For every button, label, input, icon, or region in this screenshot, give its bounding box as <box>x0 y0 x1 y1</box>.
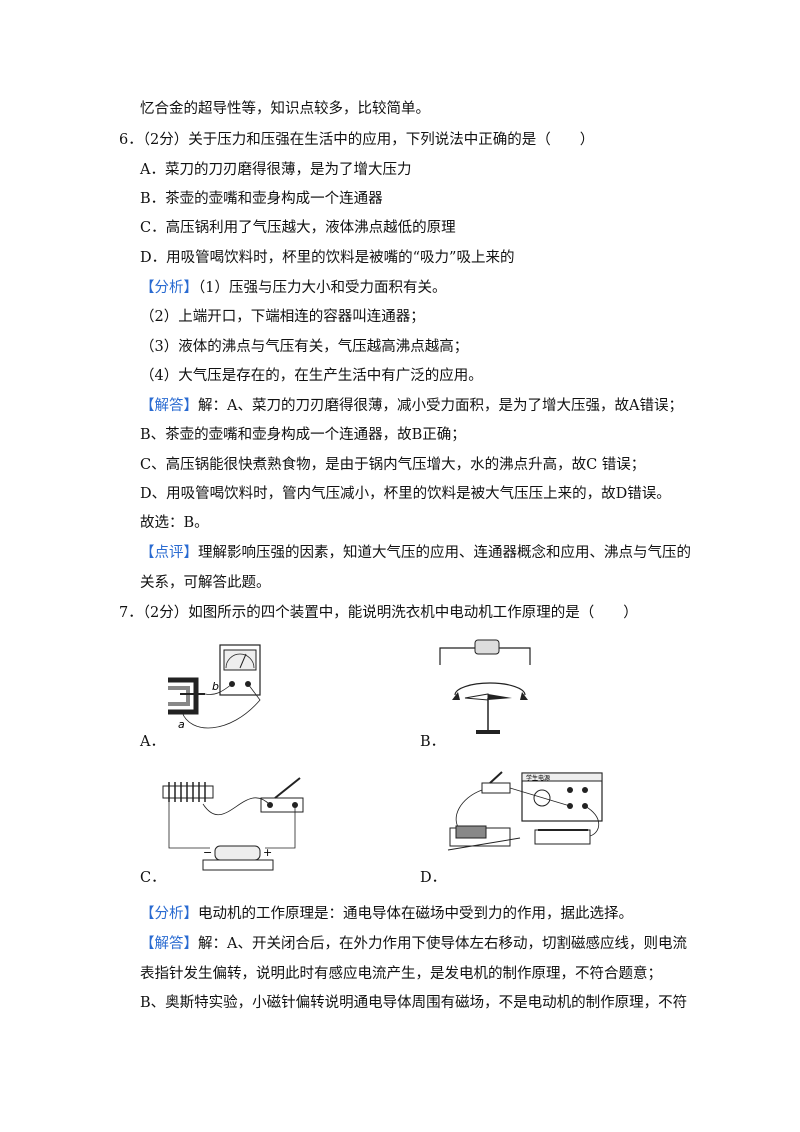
q7-answer-line-3: B、奥斯特实验，小磁针偏转说明通电导体周围有磁场，不是电动机的制作原理，不符 <box>140 995 688 1011</box>
q6-comment-tag: 【点评】 <box>140 545 198 561</box>
q7-answer-text-1: 解：A、开关闭合后，在外力作用下使导体左右移动，切割磁感应线，则电流 <box>198 936 687 952</box>
q6-option-b: B．茶壶的壶嘴和壶身构成一个连通器 <box>140 191 383 207</box>
q6-analysis-line-1: 【分析】（1）压强与压力大小和受力面积有关。 <box>140 278 446 298</box>
q7-stem: 7．（2分）如图所示的四个装置中，能说明洗衣机中电动机工作原理的是（ ） <box>119 605 638 621</box>
figure-c-plus: + <box>263 846 272 859</box>
figure-d-motor: 学生电源 <box>447 771 603 851</box>
figure-a-letter-a: a <box>178 718 185 731</box>
q7-analysis-tag: 【分析】 <box>140 906 198 922</box>
q6-answer-line-3: C、高压锅能很快煮熟食物，是由于锅内气压增大，水的沸点升高，故C 错误； <box>140 457 646 473</box>
figure-d-panel-text: 学生电源 <box>526 774 550 782</box>
q6-answer-text-1: 解：A、菜刀的刀刃磨得很薄，减小受力面积，是为了增大压强，故A错误； <box>198 398 683 414</box>
q6-option-d: D．用吸管喝饮料时，杯里的饮料是被嘴的“吸力”吸上来的 <box>140 250 515 266</box>
q6-answer-line-5: 故选：B。 <box>140 515 209 531</box>
figure-b-oersted <box>439 639 531 734</box>
q6-analysis-line-4: （4）大气压是存在的，在生产生活中有广泛的应用。 <box>140 368 483 384</box>
q7-analysis-text: 电动机的工作原理是：通电导体在磁场中受到力的作用，据此选择。 <box>198 906 633 922</box>
q6-answer-tag: 【解答】 <box>140 398 198 414</box>
q6-comment-text-1: 理解影响压强的因素，知道大气压的应用、连通器概念和应用、沸点与气压的 <box>198 545 691 561</box>
q7-answer-line-1: 【解答】解：A、开关闭合后，在外力作用下使导体左右移动，切割磁感应线，则电流 <box>140 934 687 954</box>
q6-stem: 6．（2分）关于压力和压强在生活中的应用，下列说法中正确的是（ ） <box>119 132 595 148</box>
q6-comment-line-1: 【点评】理解影响压强的因素，知道大气压的应用、连通器概念和应用、沸点与气压的 <box>140 543 691 563</box>
figure-a-letter-b: b <box>212 680 219 693</box>
q6-analysis-line-2: （2）上端开口，下端相连的容器叫连通器； <box>140 309 425 325</box>
q6-option-c: C．高压锅利用了气压越大，液体沸点越低的原理 <box>140 220 456 236</box>
q6-option-a: A．菜刀的刀刃磨得很薄，是为了增大压力 <box>140 162 412 178</box>
q6-analysis-text-1: （1）压强与压力大小和受力面积有关。 <box>198 280 447 296</box>
q6-analysis-line-3: （3）液体的沸点与气压有关，气压越高沸点越高； <box>140 339 469 355</box>
q6-analysis-tag: 【分析】 <box>140 280 198 296</box>
q6-answer-line-2: B、茶壶的壶嘴和壶身构成一个连通器，故B正确； <box>140 427 466 443</box>
q7-analysis-line: 【分析】电动机的工作原理是：通电导体在磁场中受到力的作用，据此选择。 <box>140 904 633 924</box>
figure-a-galvanometer: b a <box>168 644 261 731</box>
figure-c-minus: − <box>203 846 212 859</box>
q6-comment-line-2: 关系，可解答此题。 <box>140 575 271 591</box>
q6-answer-line-4: D、用吸管喝饮料时，管内气压减小，杯里的饮料是被大气压压上来的，故D错误。 <box>140 486 671 502</box>
figure-b-label: B． <box>420 734 446 750</box>
q7-answer-line-2: 表指针发生偏转，说明此时有感应电流产生，是发电机的制作原理，不符合题意； <box>140 966 662 982</box>
figure-a-label: A． <box>140 734 165 750</box>
figure-c-label: C． <box>140 870 166 886</box>
figure-d-label: D． <box>420 870 447 886</box>
carry-over-text: 忆合金的超导性等，知识点较多，比较简单。 <box>140 101 430 117</box>
figure-c-electromagnet: − + <box>162 777 304 871</box>
q6-answer-line-1: 【解答】解：A、菜刀的刀刃磨得很薄，减小受力面积，是为了增大压强，故A错误； <box>140 396 683 416</box>
q7-answer-tag: 【解答】 <box>140 936 198 952</box>
